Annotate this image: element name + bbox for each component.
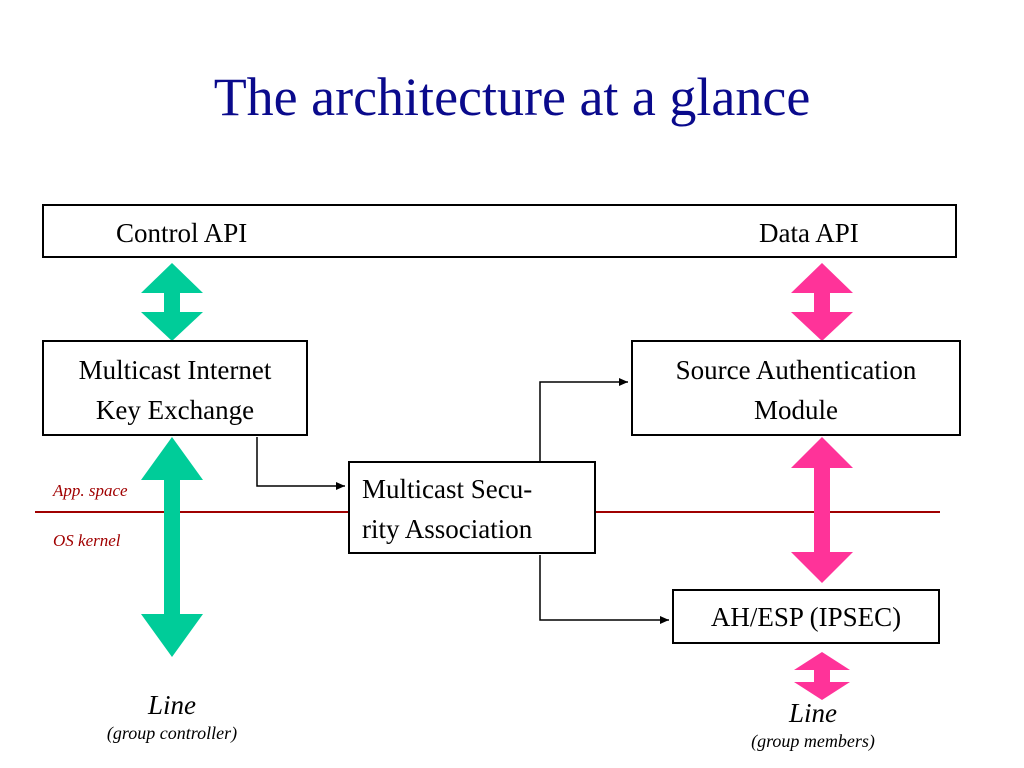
api-bar: Control API Data API — [42, 204, 957, 258]
members-line-double-arrow — [794, 652, 850, 700]
data-api-label: Data API — [759, 218, 859, 248]
mike-to-msa-arrow — [256, 437, 345, 490]
data-api-double-arrow — [791, 263, 853, 341]
multicast-security-association-box: Multicast Secu- rity Association — [348, 461, 596, 554]
control-api-label: Control API — [116, 218, 248, 248]
members-line-subtitle: (group members) — [751, 731, 875, 751]
multicast-internet-key-exchange-box: Multicast Internet Key Exchange — [42, 340, 308, 436]
controller-line-label: Line (group controller) — [62, 689, 282, 745]
mike-line1: Multicast Internet — [78, 355, 272, 385]
ipsec-label: AH/ESP (IPSEC) — [710, 602, 902, 632]
controller-line-subtitle: (group controller) — [106, 723, 238, 743]
msa-to-ipsec-arrow — [539, 555, 669, 624]
app-space-label: App. space — [53, 481, 128, 500]
os-kernel-label: OS kernel — [53, 531, 121, 550]
sam-line1: Source Authentication — [675, 355, 917, 385]
controller-line-double-arrow — [141, 437, 203, 657]
members-line-label: Line (group members) — [703, 697, 923, 753]
mike-line2: Key Exchange — [95, 395, 255, 425]
msa-line1: Multicast Secu- — [362, 474, 533, 504]
sam-ipsec-double-arrow — [791, 437, 853, 583]
controller-line-title: Line — [147, 690, 196, 720]
msa-line2: rity Association — [362, 514, 533, 544]
ipsec-box: AH/ESP (IPSEC) — [672, 589, 940, 644]
msa-to-sam-arrow — [539, 378, 628, 461]
sam-line2: Module — [754, 395, 838, 425]
source-authentication-module-box: Source Authentication Module — [631, 340, 961, 436]
control-api-double-arrow — [141, 263, 203, 341]
members-line-title: Line — [788, 698, 837, 728]
page-title: The architecture at a glance — [213, 67, 811, 127]
